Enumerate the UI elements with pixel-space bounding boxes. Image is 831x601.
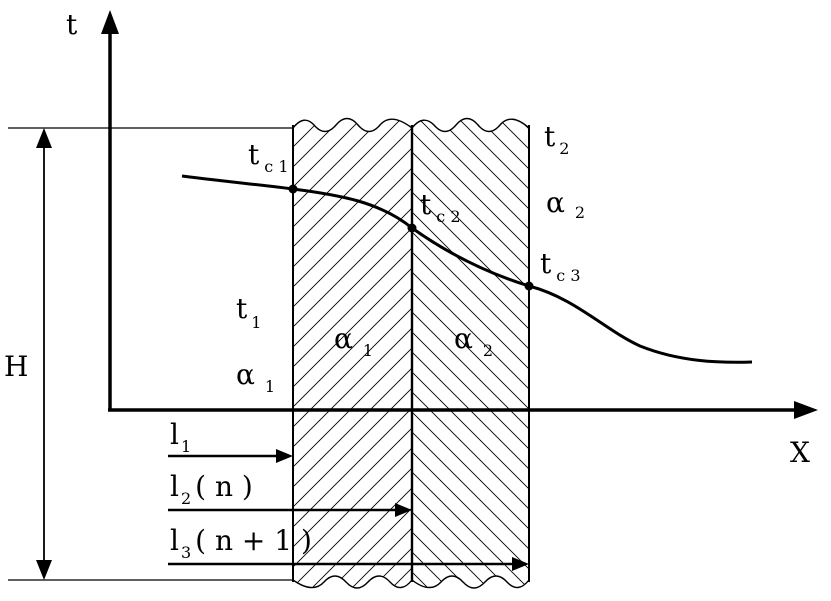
point-tc3 (524, 281, 534, 291)
temperature-curve (181, 174, 753, 364)
height-arrow-top (36, 128, 52, 148)
t-axis-label: t (66, 8, 78, 41)
point-tc2 (407, 223, 417, 233)
length-arrow-l1-head (276, 449, 293, 463)
x-axis-label: X (790, 436, 810, 469)
length-arrow-l3-head (512, 557, 529, 571)
x-axis-arrow (794, 401, 818, 419)
height-arrow-bottom (36, 560, 52, 580)
height-label: H (4, 350, 28, 383)
point-tc1 (288, 184, 298, 194)
t-axis-arrow (101, 10, 119, 34)
length-arrow-l2-head (395, 503, 412, 517)
